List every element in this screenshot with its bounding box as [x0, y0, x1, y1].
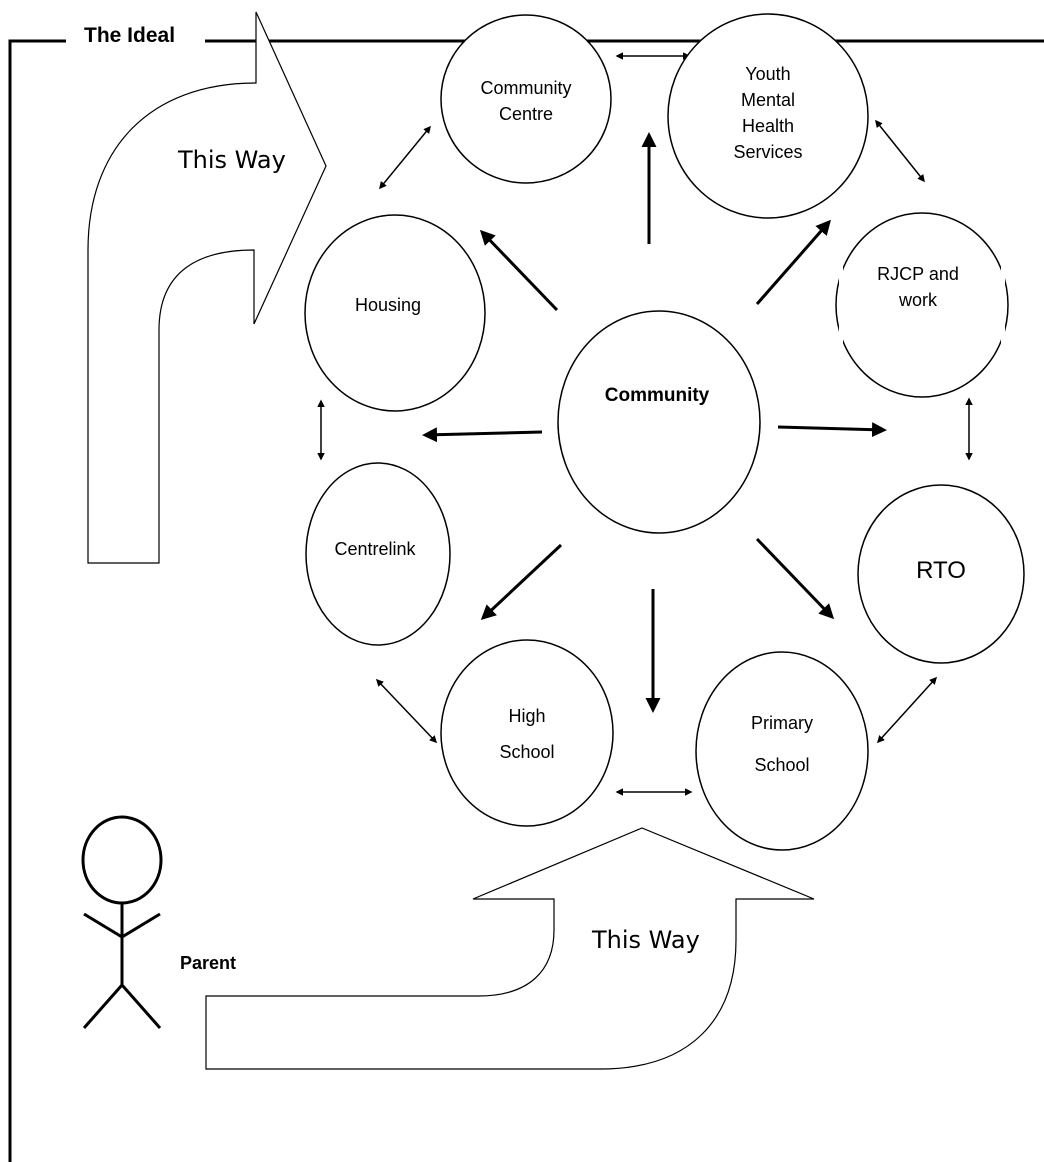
frame-border	[8, 39, 1044, 1162]
pathway-label-bottom: This Way	[591, 926, 700, 954]
node-label-line: Health	[742, 116, 794, 136]
node-label-line: Centre	[499, 104, 553, 124]
frame-title: The Ideal	[84, 24, 175, 47]
node-rjcp-and-work: RJCP and work	[835, 212, 1009, 398]
node-label-line: Housing	[355, 295, 421, 315]
community-arrows	[422, 132, 887, 713]
node-primary-school: Primary School	[695, 651, 869, 851]
arrow-centrelink-high-school	[375, 678, 438, 744]
node-label-line: High	[508, 706, 545, 726]
node-high-school: High School	[440, 639, 614, 827]
node-community-centre: Community Centre	[440, 14, 612, 184]
ring-arrows	[317, 52, 973, 796]
arrow-youth-rjcp	[875, 119, 925, 183]
arrow-centre-housing	[379, 125, 431, 190]
node-label-line: Community	[605, 385, 710, 406]
arrow-community-to-high-school	[480, 543, 563, 621]
node-label-line: School	[499, 742, 554, 762]
node-rto: RTO	[857, 484, 1025, 664]
node-label-line: RJCP and	[877, 264, 959, 284]
arrow-community-to-rto	[755, 537, 835, 620]
node-label-line: School	[754, 755, 809, 775]
node-community: Community	[557, 310, 761, 534]
arrow-community-to-housing	[479, 229, 559, 312]
parent-label: Parent	[180, 953, 236, 973]
pathway-arrow-top-left	[87, 11, 327, 564]
node-label-line: Primary	[751, 713, 813, 733]
node-centrelink: Centrelink	[305, 462, 451, 646]
node-label-line: Youth	[745, 64, 790, 84]
arrow-community-to-centrelink	[422, 427, 543, 443]
pathway-label-top-left: This Way	[177, 146, 286, 174]
node-label-line: Centrelink	[334, 539, 416, 559]
arrow-community-to-rjcp	[777, 422, 887, 438]
node-label-line: Mental	[741, 90, 795, 110]
arrow-rto-primary	[876, 676, 938, 744]
arrow-community-to-youth-mental-health	[755, 219, 831, 305]
node-label-line: Services	[733, 142, 802, 162]
pathway-arrow-bottom	[205, 827, 815, 1070]
node-label-line: RTO	[916, 557, 966, 584]
node-housing: Housing	[304, 214, 486, 412]
node-youth-mental-health-services: Youth Mental Health Services	[667, 13, 869, 219]
parent-figure-icon	[81, 815, 163, 1029]
node-label-line: Community	[480, 78, 571, 98]
node-label-line: work	[898, 290, 938, 310]
